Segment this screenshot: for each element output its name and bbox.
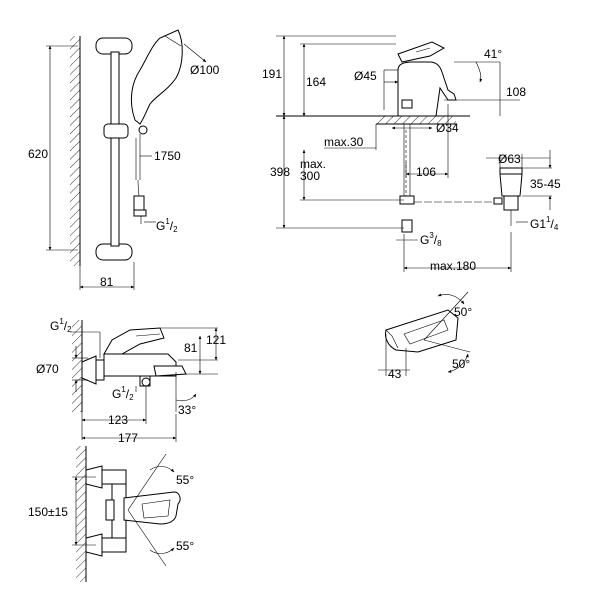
dim-waste-thread: G11/4	[530, 215, 559, 232]
dim-35-45: 35-45	[530, 177, 561, 191]
dim-diameter-45: Ø45	[354, 69, 377, 83]
dim-diameter-70: Ø70	[36, 362, 59, 376]
dim-81: 81	[100, 275, 114, 289]
dim-150-15: 150±15	[28, 505, 68, 519]
lever-top-view: 50° 50° 43	[378, 291, 472, 381]
dim-g-thread: G1/2	[156, 217, 178, 234]
rail-slider	[103, 123, 129, 139]
dim-supply-thread: G3/8	[420, 231, 442, 248]
counter-hatch	[376, 116, 456, 124]
dim-191: 191	[262, 67, 282, 81]
shower-head	[130, 29, 183, 125]
dim-1750: 1750	[154, 149, 181, 163]
dim-diameter-100: Ø100	[190, 63, 220, 77]
dim-121: 121	[206, 333, 226, 347]
dim-diameter-34: Ø34	[436, 121, 459, 135]
dim-max-180: max.180	[430, 259, 476, 273]
basin-mixer-view: 191 164 398 max. 300 Ø45 41° 108 Ø34 max…	[262, 35, 561, 273]
rail-bar	[110, 51, 120, 247]
dim-123: 123	[108, 413, 128, 427]
dim-300: 300	[300, 169, 320, 183]
wall-hatch	[70, 36, 80, 266]
dim-max-30: max.30	[324, 135, 364, 149]
dim-398: 398	[270, 165, 290, 179]
bath-mixer-side-view: G1/2 Ø70 121 81 G1/2 33° 123 177	[36, 317, 226, 445]
dim-angle-50-bottom: 50°	[452, 357, 470, 371]
shower-rail-view: 620 Ø100 1750 G1/2 81	[28, 29, 220, 290]
dim-outlet-thread: G1/2	[112, 385, 134, 402]
dim-angle-33: 33°	[178, 403, 196, 417]
dim-max: max.	[300, 157, 326, 171]
dim-inlet-thread: G1/2	[50, 317, 72, 334]
bath-mixer-front-view: 55° 55° 150±15	[28, 446, 194, 582]
dim-43: 43	[388, 367, 402, 381]
dim-106: 106	[416, 165, 436, 179]
dim-177: 177	[118, 431, 138, 445]
dim-angle-55-bottom: 55°	[176, 539, 194, 553]
dim-620: 620	[28, 147, 48, 161]
dim-angle-50-top: 50°	[454, 305, 472, 319]
dim-angle-55-top: 55°	[176, 473, 194, 487]
dim-164: 164	[306, 75, 326, 89]
dim-81-height: 81	[184, 341, 198, 355]
dim-108: 108	[506, 85, 526, 99]
dim-diameter-63: Ø63	[498, 152, 521, 166]
dim-angle-41: 41°	[484, 47, 502, 61]
waste-fitting	[493, 167, 523, 226]
